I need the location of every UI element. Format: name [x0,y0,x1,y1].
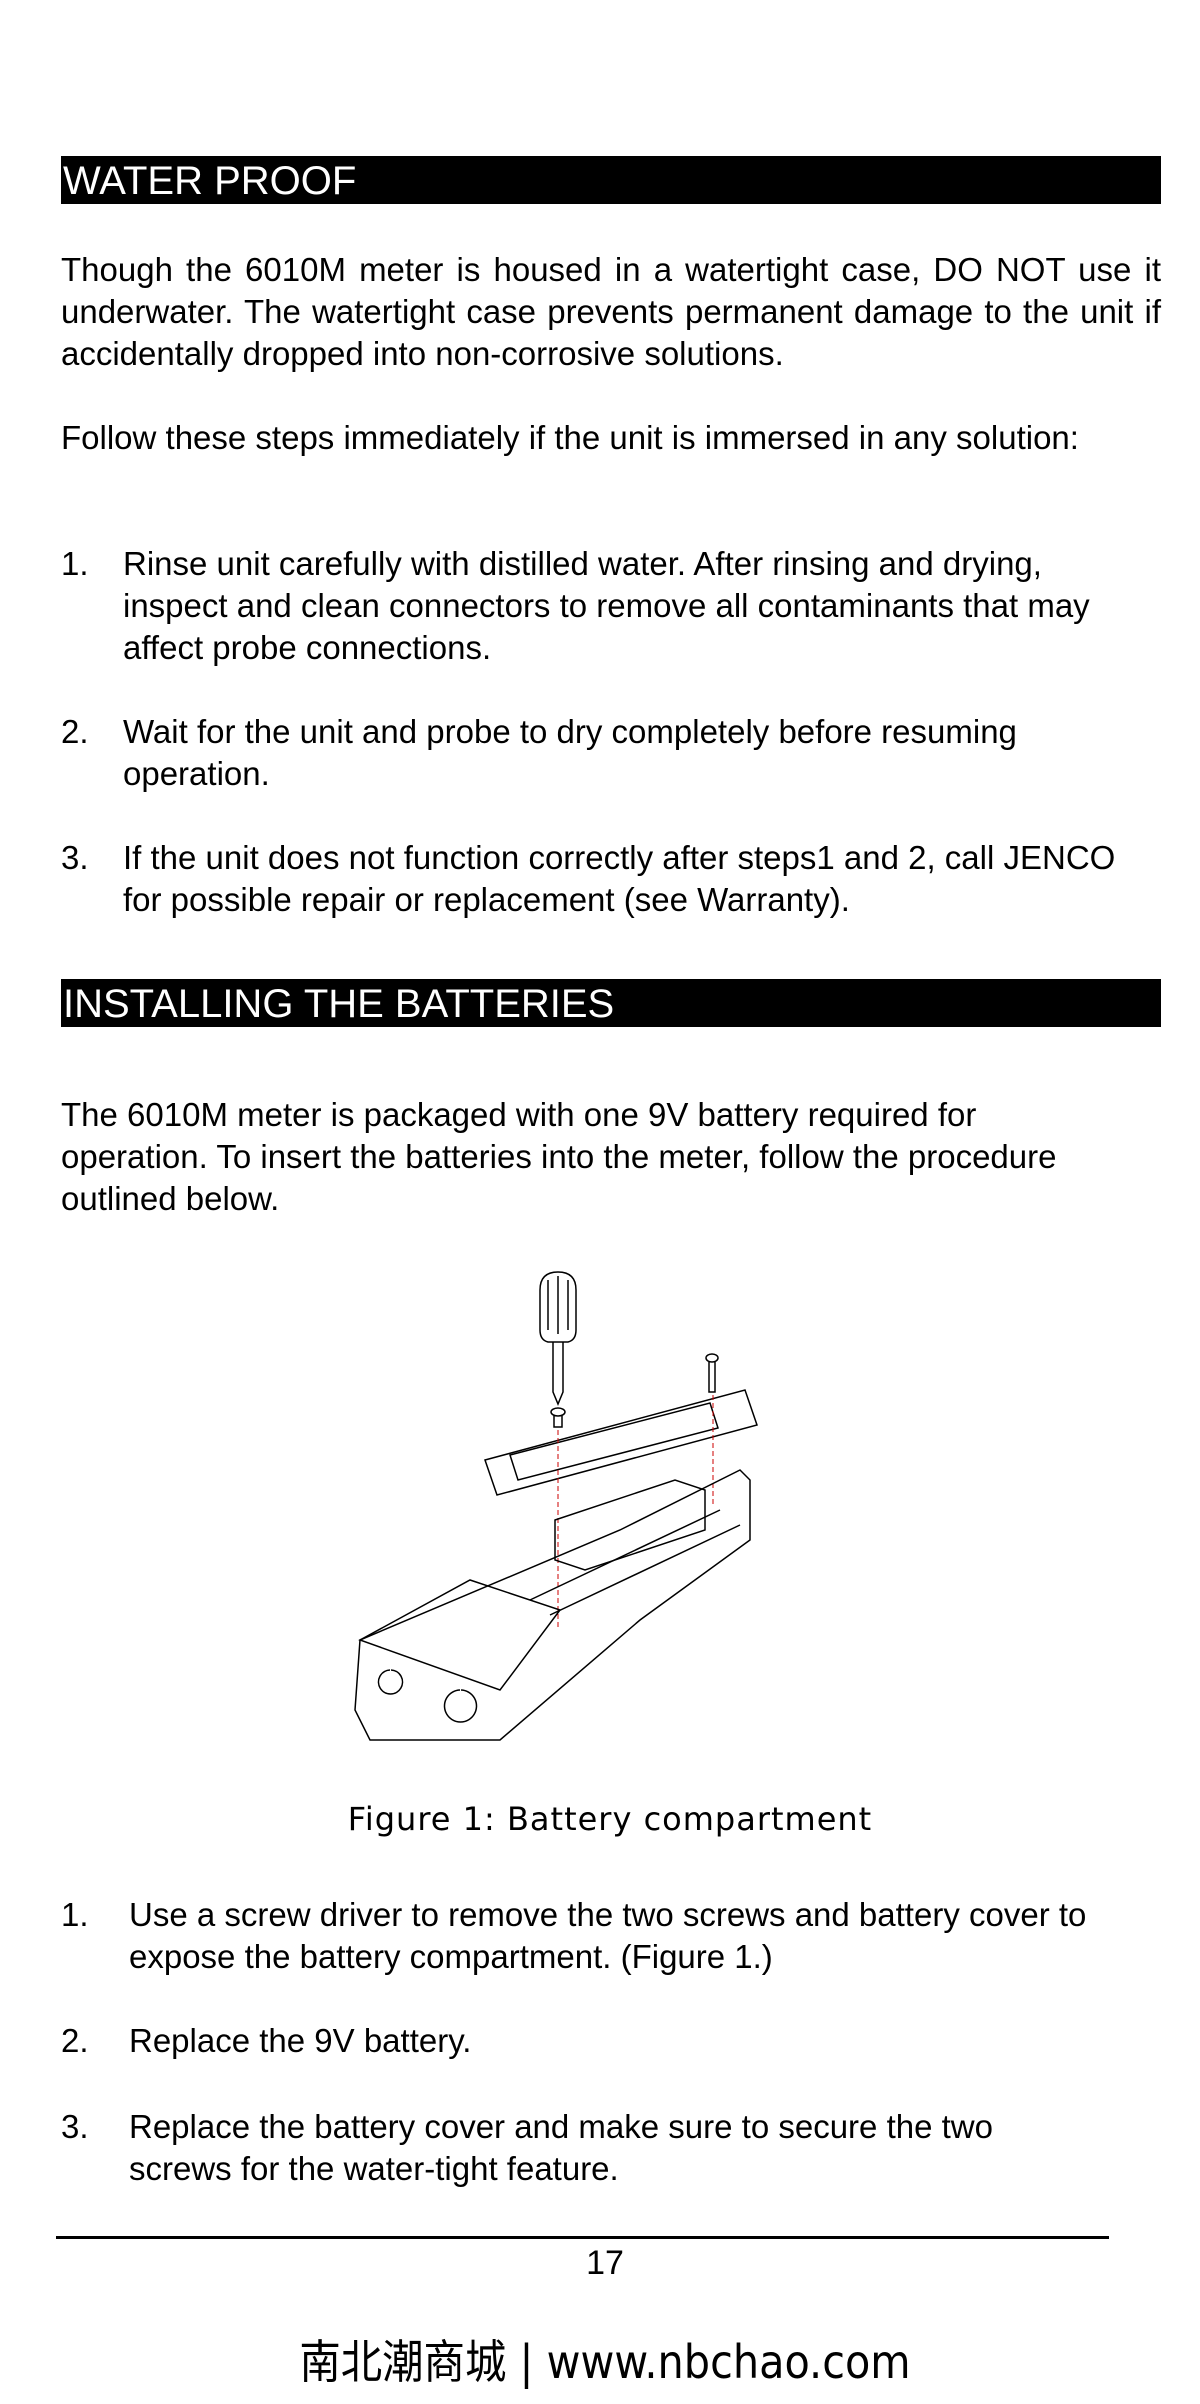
paragraph: Though the 6010M meter is housed in a wa… [61,251,1161,372]
section-header-water-proof: WATER PROOF [61,156,1161,204]
battery-cover-icon [484,1389,758,1496]
battery-icon [554,1479,706,1571]
list-item: 3. If the unit does not function correctl… [61,837,1121,921]
list-number: 3. [61,2108,89,2145]
list-number: 3. [61,839,89,876]
list-number: 2. [61,2022,89,2059]
list-number: 1. [61,1896,89,1933]
list-text: Replace the 9V battery. [129,2022,472,2059]
list-text: Wait for the unit and probe to dry compl… [123,713,1017,792]
screwdriver-icon [539,1271,577,1406]
meter-body-icon [354,1469,751,1741]
paragraph: Follow these steps immediately if the un… [61,419,1079,456]
list-item: 1. Use a screw driver to remove the two s… [61,1894,1161,1978]
page-number: 17 [586,2244,624,2282]
list-text: Replace the battery cover and make sure … [129,2108,993,2187]
list-text: If the unit does not function correctly … [123,839,1116,918]
paragraph: The 6010M meter is packaged with one 9V … [61,1096,1057,1217]
list-item: 2. Wait for the unit and probe to dry com… [61,711,1121,795]
footer-divider [56,2236,1109,2239]
list-number: 1. [61,545,89,582]
list-item: 3. Replace the battery cover and make sur… [61,2106,1101,2190]
list-item: 2. Replace the 9V battery. [61,2020,1161,2062]
list-number: 2. [61,713,89,750]
battery-compartment-figure [354,1271,758,1741]
watermark: 南北潮商城 | www.nbchao.com [299,2335,911,2389]
section-header-installing-batteries: INSTALLING THE BATTERIES [61,979,1161,1027]
figure-caption: Figure 1: Battery compartment [347,1800,873,1838]
list-item: 1. Rinse unit carefully with distilled wa… [61,543,1131,669]
screw-icon [550,1353,719,1428]
list-text: Rinse unit carefully with distilled wate… [123,545,1090,666]
list-text: Use a screw driver to remove the two scr… [129,1896,1087,1975]
